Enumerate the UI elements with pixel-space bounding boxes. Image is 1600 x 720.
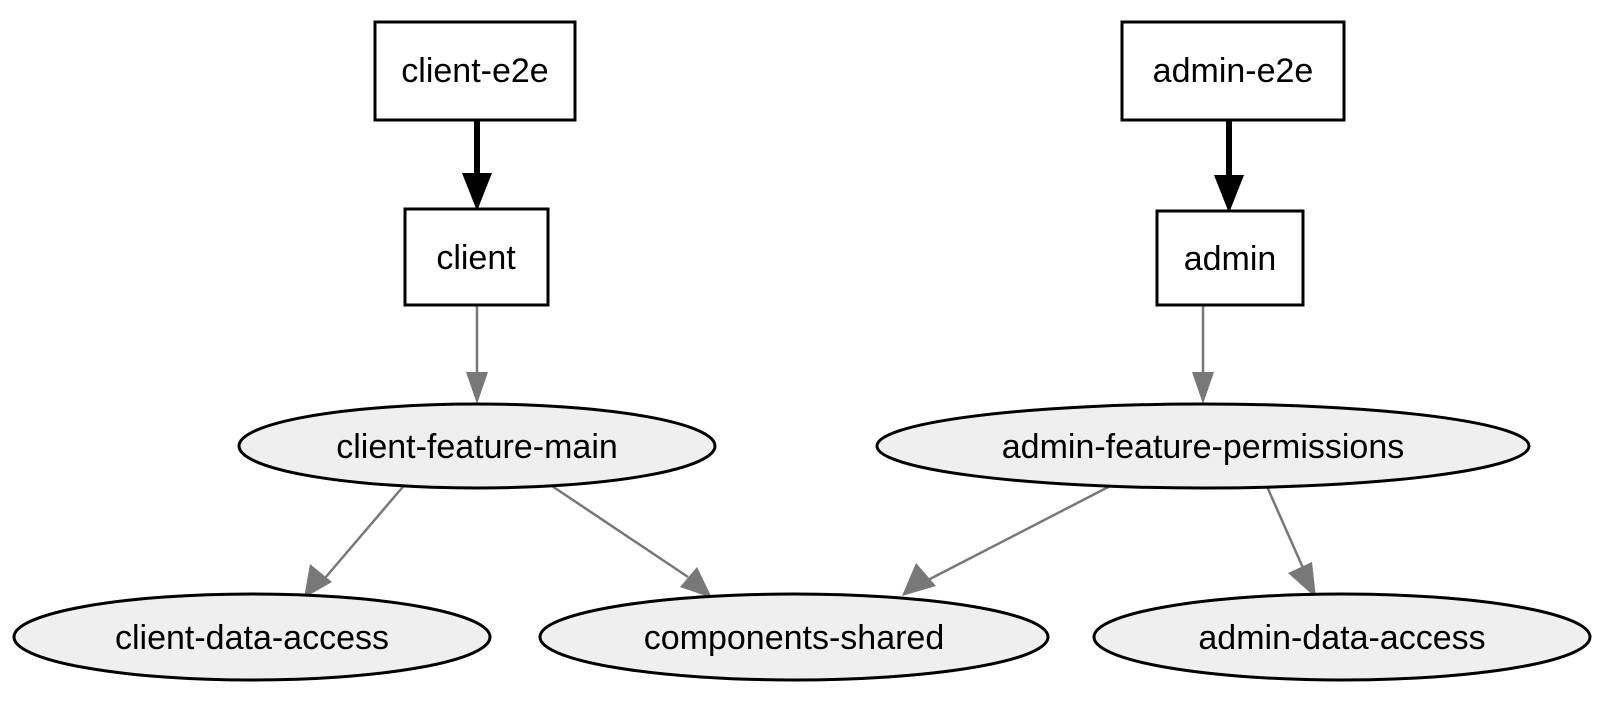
arrowhead-icon [680, 567, 712, 598]
edge-client-e2e-to-client [462, 119, 492, 211]
node-admin[interactable]: admin [1155, 209, 1305, 307]
node-client-feature-main[interactable]: client-feature-main [237, 402, 717, 490]
arrowhead-icon [1192, 372, 1214, 404]
node-shape-rect[interactable] [1155, 209, 1305, 307]
node-label: client-feature-main [336, 428, 618, 466]
arrowhead-icon [1214, 175, 1244, 213]
node-admin-e2e[interactable]: admin-e2e [1120, 20, 1346, 122]
node-shape-ellipse[interactable] [12, 592, 492, 682]
edge-line [1263, 481, 1305, 569]
node-label: components-shared [644, 619, 945, 657]
edge-admin-feature-permissions-to-components-shared [902, 480, 1119, 596]
node-client[interactable]: client [403, 207, 550, 307]
node-shape-ellipse[interactable] [1092, 592, 1592, 682]
node-label: admin-data-access [1198, 619, 1485, 657]
node-shape-rect[interactable] [403, 207, 550, 307]
node-shape-ellipse[interactable] [538, 592, 1050, 682]
node-client-data-access[interactable]: client-data-access [12, 592, 492, 682]
node-client-e2e[interactable]: client-e2e [373, 20, 577, 122]
node-shape-rect[interactable] [1120, 20, 1346, 122]
node-admin-feature-permissions[interactable]: admin-feature-permissions [875, 402, 1531, 490]
edge-client-feature-main-to-components-shared [545, 480, 712, 598]
arrowhead-icon [1288, 562, 1316, 598]
node-label: client [436, 239, 516, 277]
edge-admin-to-admin-feature-permissions [1192, 306, 1214, 404]
edge-line [545, 480, 689, 579]
node-label: admin [1184, 240, 1277, 278]
arrowhead-icon [462, 173, 492, 211]
edge-line [324, 481, 408, 579]
node-label: client-data-access [115, 619, 389, 657]
edge-client-to-client-feature-main [466, 306, 488, 404]
node-label: admin-e2e [1153, 52, 1314, 90]
edge-line [927, 480, 1119, 582]
arrowhead-icon [466, 372, 488, 404]
node-label: client-e2e [401, 52, 548, 90]
node-shape-rect[interactable] [373, 20, 577, 122]
node-shape-ellipse[interactable] [237, 402, 717, 490]
node-shape-ellipse[interactable] [875, 402, 1531, 490]
node-components-shared[interactable]: components-shared [538, 592, 1050, 682]
edge-admin-e2e-to-admin [1214, 119, 1244, 213]
arrowhead-icon [304, 564, 332, 598]
node-admin-data-access[interactable]: admin-data-access [1092, 592, 1592, 682]
node-label: admin-feature-permissions [1002, 428, 1405, 466]
arrowhead-icon [902, 563, 936, 596]
edge-client-feature-main-to-client-data-access [304, 481, 408, 598]
edge-admin-feature-permissions-to-admin-data-access [1263, 481, 1316, 598]
